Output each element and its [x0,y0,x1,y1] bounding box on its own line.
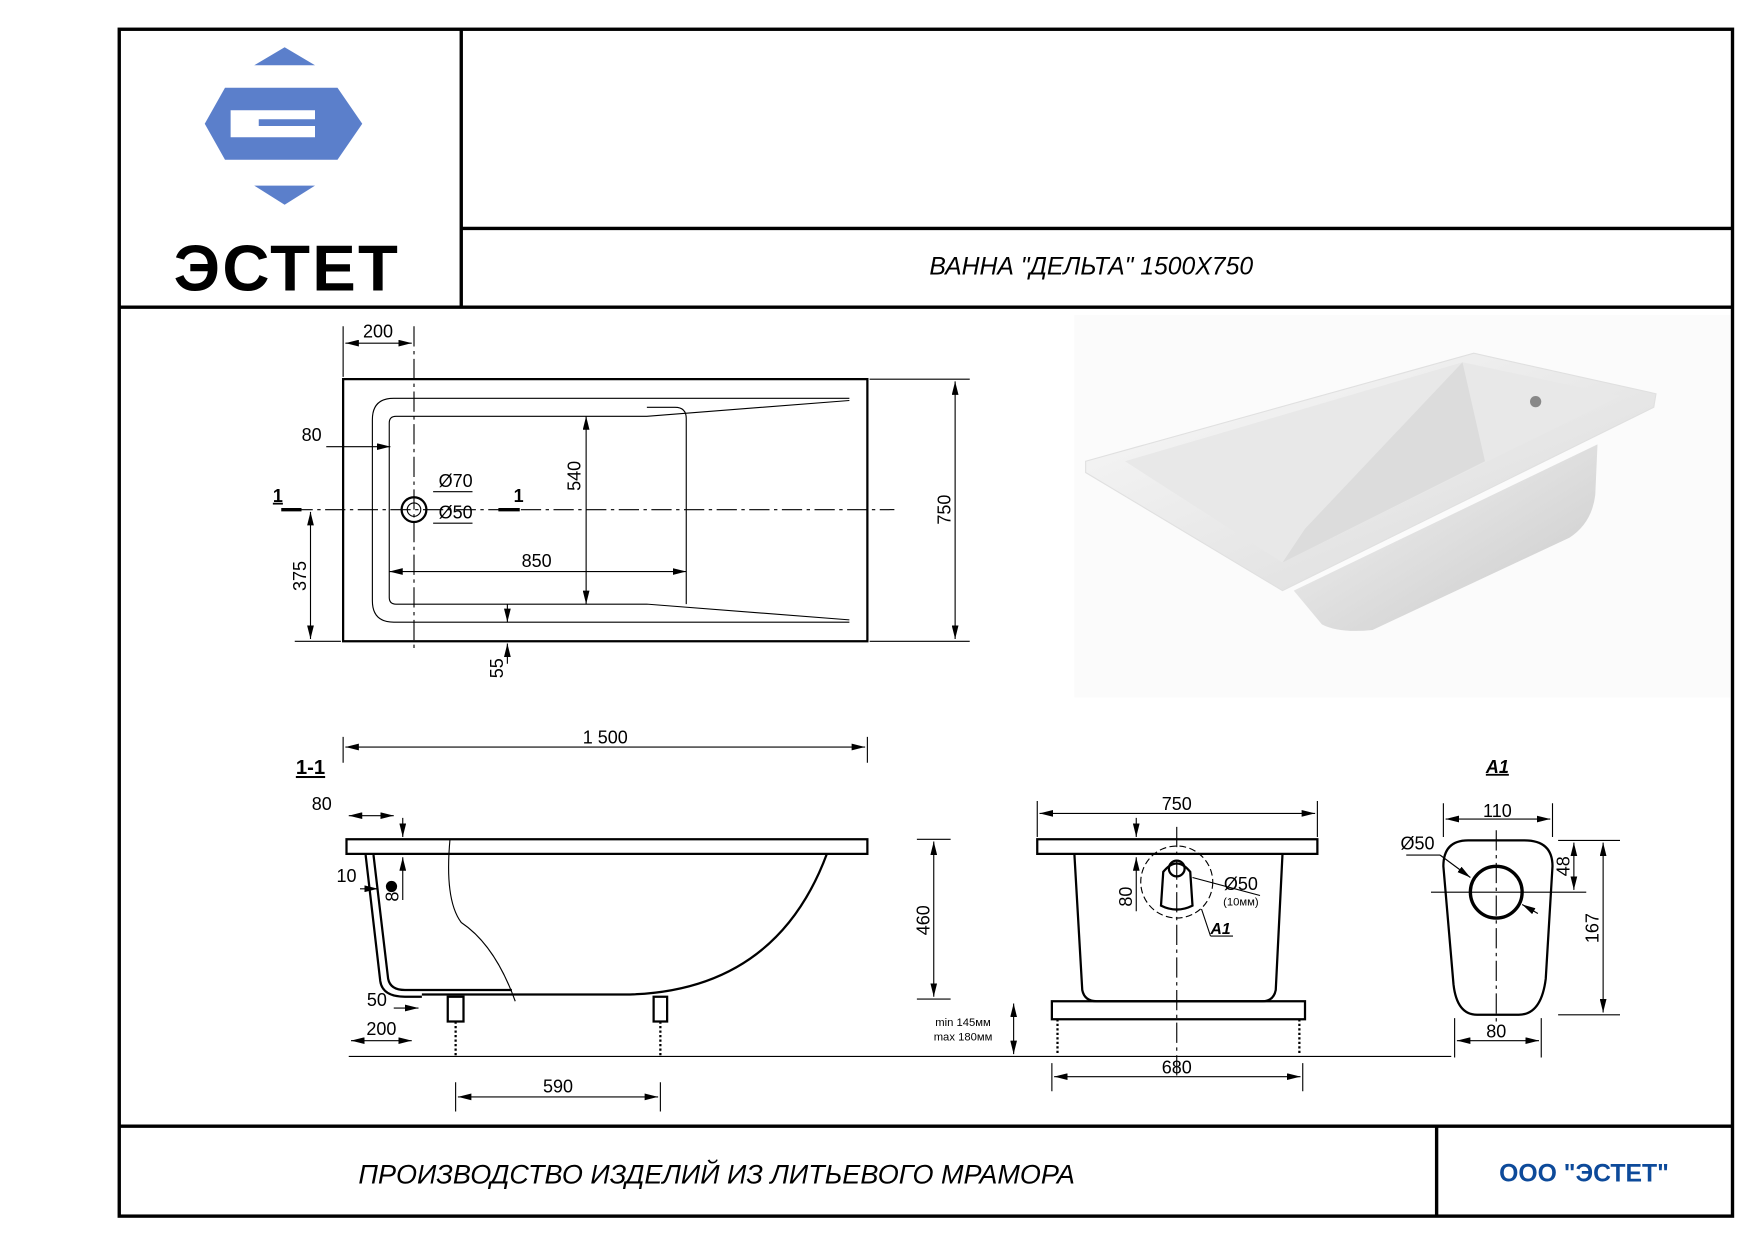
leg-height-max: max 180мм [934,1032,993,1044]
dim-460: 460 [913,905,933,935]
logo-top-triangle [254,47,315,66]
drain-outer [400,496,428,524]
dim-diameter-50-detail: Ø50 [1400,833,1434,853]
bathtub-photo [1074,315,1731,698]
dim-10: 10 [336,866,356,886]
section-view: 1-1 1 500 80 10 8 50 200 590 460 [296,728,1452,1112]
dim-750-end: 750 [1162,794,1192,814]
company-logo: ЭСТЕТ [174,47,400,304]
logo-bottom-triangle [254,185,315,205]
dim-diameter-50: Ø50 [439,503,473,523]
dim-540: 540 [565,461,585,491]
callout-a1: A1 [1210,921,1231,938]
dim-680: 680 [1162,1057,1192,1077]
dim-10mm: (10мм) [1223,897,1259,909]
title-block-frame [117,27,1735,1218]
dim-590: 590 [543,1076,573,1096]
dim-8: 8 [382,892,402,902]
dim-80-end: 80 [1116,887,1136,907]
dim-850: 850 [522,551,552,571]
dim-diameter-70: Ø70 [439,471,473,491]
dim-167: 167 [1583,913,1603,943]
detail-a1: A1 110 Ø50 48 167 80 [1400,757,1620,1058]
dim-80: 80 [302,425,322,445]
footer-description: ПРОИЗВОДСТВО ИЗДЕЛИЙ ИЗ ЛИТЬЕВОГО МРАМОР… [358,1158,1074,1190]
dim-1500: 1 500 [583,728,628,748]
detail-label: A1 [1485,757,1509,777]
section-label: 1-1 [296,757,325,779]
drain-inner [406,502,422,517]
dim-55: 55 [487,658,507,678]
section-mark-left: 1 [273,486,283,506]
section-mark-right: 1 [514,486,524,506]
plan-view: 200 80 Ø70 Ø50 1 1 540 850 375 55 750 [273,322,970,678]
dim-375: 375 [290,561,310,591]
dim-110: 110 [1483,801,1512,821]
logo-emblem [204,87,363,160]
dim-200: 200 [363,322,393,342]
footer-company: ООО "ЭСТЕТ" [1499,1160,1669,1187]
dim-80-rim: 80 [312,794,332,814]
logo-wordmark: ЭСТЕТ [174,231,400,304]
leg-height-min: min 145мм [935,1017,990,1029]
dim-80-detail: 80 [1486,1021,1506,1041]
dim-200-leg: 200 [366,1019,396,1039]
dim-750: 750 [935,495,955,525]
drawing-title: ВАННА "ДЕЛЬТА" 1500Х750 [929,254,1253,281]
dim-48: 48 [1553,856,1573,876]
end-view: 750 80 Ø50 (10мм) A1 680 [1036,794,1319,1092]
dim-50: 50 [367,990,387,1010]
dim-diameter-50-end: Ø50 [1224,874,1258,894]
